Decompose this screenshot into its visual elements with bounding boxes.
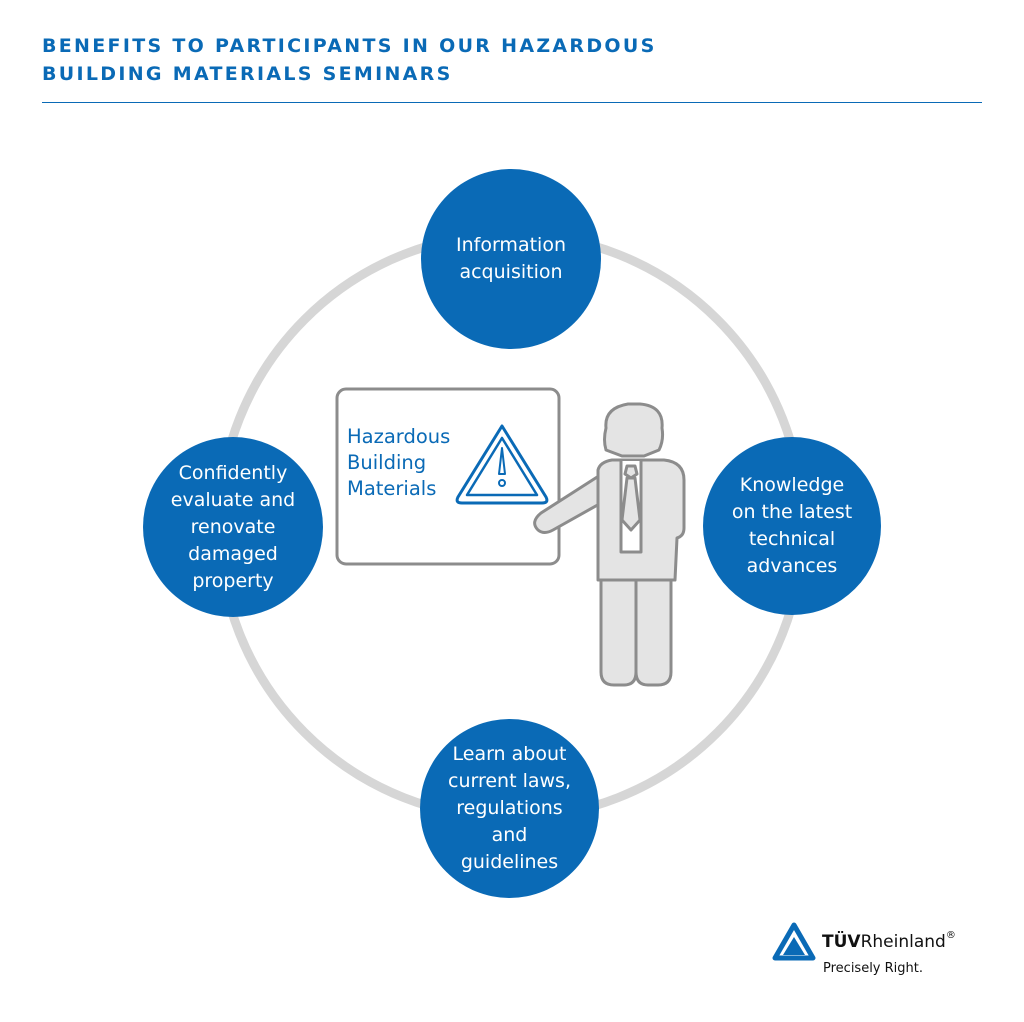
warning-triangle-icon <box>455 424 549 505</box>
tuv-triangle-logo <box>772 922 816 961</box>
title-line-1: BENEFITS TO PARTICIPANTS IN OUR HAZARDOU… <box>42 35 657 57</box>
title-line-2: BUILDING MATERIALS SEMINARS <box>42 63 453 85</box>
brand-name-rest: Rheinland <box>860 932 946 952</box>
registered-mark: ® <box>945 930 956 941</box>
title-divider <box>42 102 982 103</box>
page-title: BENEFITS TO PARTICIPANTS IN OUR HAZARDOU… <box>42 32 982 88</box>
benefit-node-bottom: Learn about current laws, regulations an… <box>420 719 599 898</box>
brand-name-bold: TÜV <box>822 932 861 952</box>
benefit-node-right: Knowledge on the latest technical advanc… <box>703 437 881 615</box>
benefit-node-top: Information acquisition <box>421 169 601 349</box>
brand-name: TÜVRheinland® <box>822 930 956 952</box>
brand-tagline: Precisely Right. <box>823 961 924 976</box>
presenter-person-icon <box>533 402 686 687</box>
whiteboard-label: Hazardous Building Materials <box>347 425 451 500</box>
benefit-node-left: Confidently evaluate and renovate damage… <box>143 437 323 617</box>
